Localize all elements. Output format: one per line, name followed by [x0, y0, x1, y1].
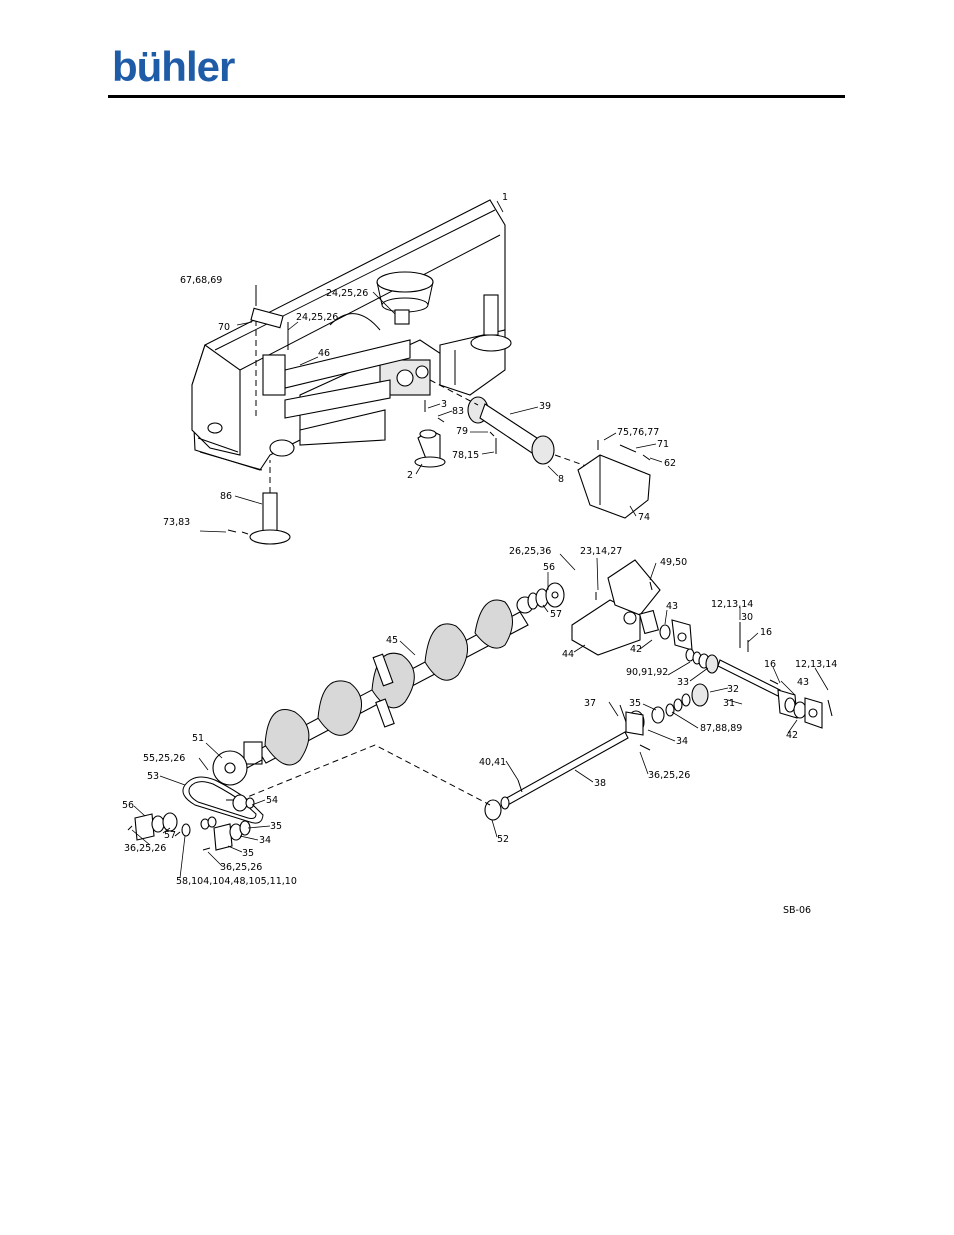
shaft-38 [484, 704, 651, 821]
callout-43-middle: 43 [666, 601, 678, 612]
gear-32-stack [625, 683, 709, 736]
blower-housing [191, 199, 512, 471]
shaft-31 [717, 622, 781, 697]
connector-dash [239, 744, 491, 806]
callout-75-76-77: 75,76,77 [617, 427, 659, 438]
leg-86 [249, 460, 291, 545]
callout-16-right: 16 [764, 659, 776, 670]
callout-78-15: 78,15 [452, 450, 479, 461]
callout-79: 79 [456, 426, 468, 437]
callout-36-25-26-middle: 36,25,26 [648, 770, 690, 781]
callout-49-50: 49,50 [660, 557, 687, 568]
callout-26-25-36: 26,25,36 [509, 546, 551, 557]
callout-35-lower-b: 35 [242, 848, 254, 859]
upper-hardware [227, 285, 651, 535]
callout-58-104-104-48-105-11-10: 58,104,104,48,105,11,10 [176, 876, 297, 887]
callout-87-88-89: 87,88,89 [700, 723, 742, 734]
sprocket-54 [226, 794, 255, 812]
callout-71: 71 [657, 439, 669, 450]
callout-90-91-92: 90,91,92 [626, 667, 668, 678]
callout-2: 2 [407, 470, 413, 481]
leader-lines [131, 200, 829, 879]
callout-56-upper: 56 [543, 562, 555, 573]
callout-51: 51 [192, 733, 204, 744]
callout-62: 62 [664, 458, 676, 469]
callout-57-lower: 57 [164, 830, 176, 841]
callout-33: 33 [677, 677, 689, 688]
bearing-34-35-lower [174, 816, 251, 851]
callout-40-41: 40,41 [479, 757, 506, 768]
callout-54: 54 [266, 795, 278, 806]
callout-32: 32 [727, 684, 739, 695]
bracket-44 [571, 559, 661, 656]
callout-57-upper: 57 [550, 609, 562, 620]
bearing-42-43-right [777, 689, 833, 729]
callout-12-13-14-upper: 12,13,14 [711, 599, 753, 610]
callout-34-lower: 34 [259, 835, 271, 846]
callout-31: 31 [723, 698, 735, 709]
callout-35-middle: 35 [629, 698, 641, 709]
callout-46: 46 [318, 348, 330, 359]
sprocket-51 [212, 750, 263, 786]
callout-74: 74 [638, 512, 650, 523]
callout-24-25-26-spout: 24,25,26 [326, 288, 368, 299]
callout-70: 70 [218, 322, 230, 333]
callout-56-lower: 56 [122, 800, 134, 811]
auger-45 [243, 596, 534, 766]
driveshaft-39 [429, 379, 621, 479]
shield-74 [577, 454, 651, 519]
callout-34-middle: 34 [676, 736, 688, 747]
callout-55-25-26: 55,25,26 [143, 753, 185, 764]
callout-42-right: 42 [786, 730, 798, 741]
callout-42-middle: 42 [630, 644, 642, 655]
callout-43-right: 43 [797, 677, 809, 688]
bearing-56-57-lower [127, 812, 178, 841]
callout-67-68-69: 67,68,69 [180, 275, 222, 286]
callout-35-lower-a: 35 [270, 821, 282, 832]
gear-stack-33 [685, 648, 719, 674]
callout-23-14-27: 23,14,27 [580, 546, 622, 557]
header-rule [108, 95, 845, 98]
callout-8: 8 [558, 474, 564, 485]
stand-2 [414, 429, 446, 468]
drawing-code: SB-06 [783, 905, 811, 916]
callout-24-25-26-left: 24,25,26 [296, 312, 338, 323]
callout-73-83: 73,83 [163, 517, 190, 528]
callout-39: 39 [539, 401, 551, 412]
callout-labels: 1 67,68,69 24,25,26 70 24,25,26 46 3 83 … [122, 192, 837, 916]
callout-36-25-26-left: 36,25,26 [124, 843, 166, 854]
bearing-56-57-upper [527, 582, 565, 610]
callout-86: 86 [220, 491, 232, 502]
buhler-logo: bühler [112, 43, 235, 90]
chain-53 [182, 776, 264, 824]
callout-36-25-26-lower: 36,25,26 [220, 862, 262, 873]
callout-53: 53 [147, 771, 159, 782]
callout-3: 3 [441, 399, 447, 410]
callout-16-upper: 16 [760, 627, 772, 638]
callout-38: 38 [594, 778, 606, 789]
callout-12-13-14-right: 12,13,14 [795, 659, 837, 670]
callout-44: 44 [562, 649, 574, 660]
callout-1: 1 [502, 192, 508, 203]
callout-30: 30 [741, 612, 753, 623]
callout-52: 52 [497, 834, 509, 845]
callout-37: 37 [584, 698, 596, 709]
callout-83: 83 [452, 406, 464, 417]
callout-45: 45 [386, 635, 398, 646]
